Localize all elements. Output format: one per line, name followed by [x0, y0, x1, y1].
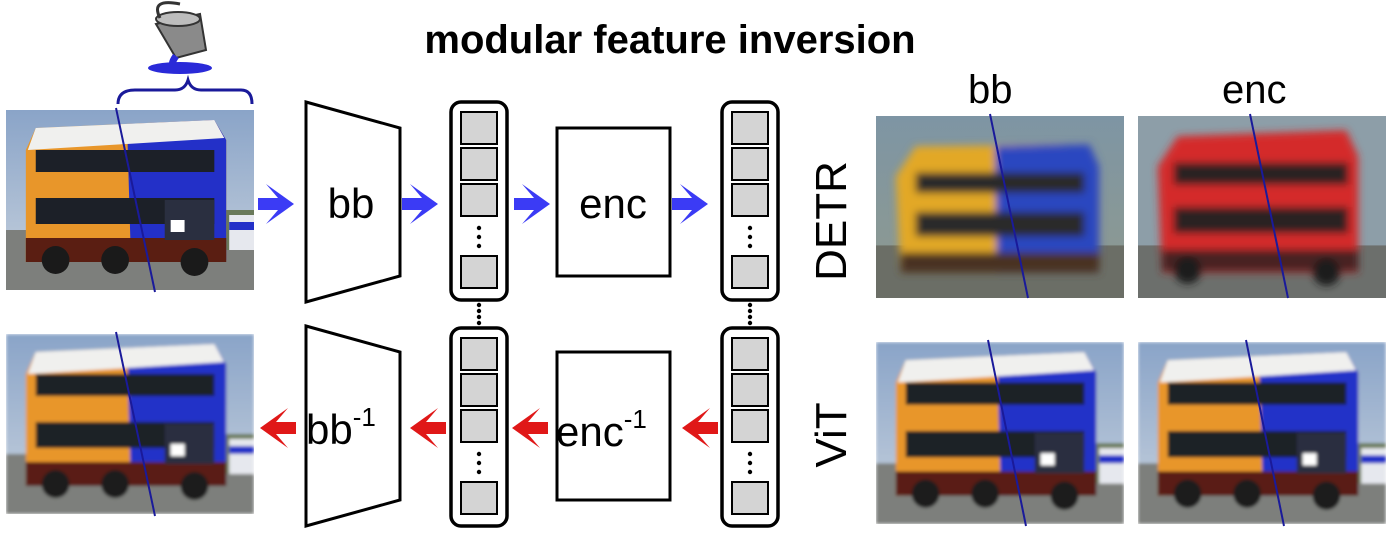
- result-detr-bb: [876, 113, 1124, 299]
- forward-arrow: [672, 184, 708, 224]
- vertical-ellipsis-icon: [747, 451, 753, 457]
- vertical-ellipsis-icon: [476, 234, 482, 240]
- connector-dot: [476, 320, 482, 326]
- token: [731, 255, 769, 289]
- inverse-arrows: [260, 408, 718, 448]
- split-line: [115, 107, 156, 293]
- vertical-ellipsis-icon: [476, 469, 482, 475]
- encoder-label: enc: [579, 180, 647, 227]
- connector-dot: [747, 320, 753, 326]
- vertical-ellipsis-icon: [747, 469, 753, 475]
- token: [731, 481, 769, 515]
- column-label-enc: enc: [1222, 68, 1287, 112]
- column-connectors: [476, 302, 753, 326]
- vertical-ellipsis-icon: [747, 225, 753, 231]
- token: [460, 481, 498, 515]
- connector-dot: [476, 308, 482, 314]
- encoder-block: [555, 126, 672, 278]
- backbone-inverse-label: bb-1: [306, 402, 376, 453]
- backbone-label: bb: [328, 180, 375, 227]
- encoder-inverse-block: [555, 350, 672, 502]
- vertical-ellipsis-icon: [747, 243, 753, 249]
- token: [731, 147, 769, 181]
- inverse-arrow: [260, 408, 296, 448]
- encoder-inverse-label: enc-1: [556, 404, 647, 455]
- token: [460, 147, 498, 181]
- result-vit-enc: [1138, 339, 1386, 527]
- inverse-arrow: [512, 408, 548, 448]
- input-image: [6, 107, 254, 293]
- vertical-ellipsis-icon: [747, 234, 753, 240]
- token: [460, 111, 498, 145]
- connector-dot: [747, 314, 753, 320]
- token: [731, 373, 769, 407]
- result-detr-enc: [1138, 113, 1386, 299]
- paint-bucket-icon: [148, 1, 212, 74]
- token: [731, 183, 769, 217]
- backbone-block: [304, 100, 402, 304]
- connector-dot: [747, 308, 753, 314]
- token: [731, 409, 769, 443]
- forward-arrows: [258, 184, 708, 224]
- forward-arrow: [258, 184, 294, 224]
- forward-arrow: [402, 184, 438, 224]
- column-label-bb: bb: [968, 68, 1013, 112]
- token: [731, 337, 769, 371]
- connector-dot: [747, 302, 753, 308]
- connector-dot: [476, 302, 482, 308]
- token: [460, 373, 498, 407]
- token: [460, 409, 498, 443]
- vertical-ellipsis-icon: [476, 451, 482, 457]
- token-columns: [449, 100, 780, 528]
- token: [460, 183, 498, 217]
- connector-dot: [476, 314, 482, 320]
- inverse-arrow: [682, 408, 718, 448]
- vertical-ellipsis-icon: [476, 225, 482, 231]
- backbone-inverse-block: [304, 324, 402, 528]
- token: [460, 255, 498, 289]
- bracket: [116, 74, 254, 105]
- vertical-ellipsis-icon: [476, 460, 482, 466]
- figure-title: modular feature inversion: [424, 18, 916, 62]
- vertical-ellipsis-icon: [476, 243, 482, 249]
- forward-arrow: [514, 184, 550, 224]
- vertical-ellipsis-icon: [747, 460, 753, 466]
- token: [460, 337, 498, 371]
- inverse-arrow: [410, 408, 446, 448]
- reconstructed-image: [6, 331, 254, 517]
- token: [731, 111, 769, 145]
- result-vit-bb: [876, 339, 1124, 527]
